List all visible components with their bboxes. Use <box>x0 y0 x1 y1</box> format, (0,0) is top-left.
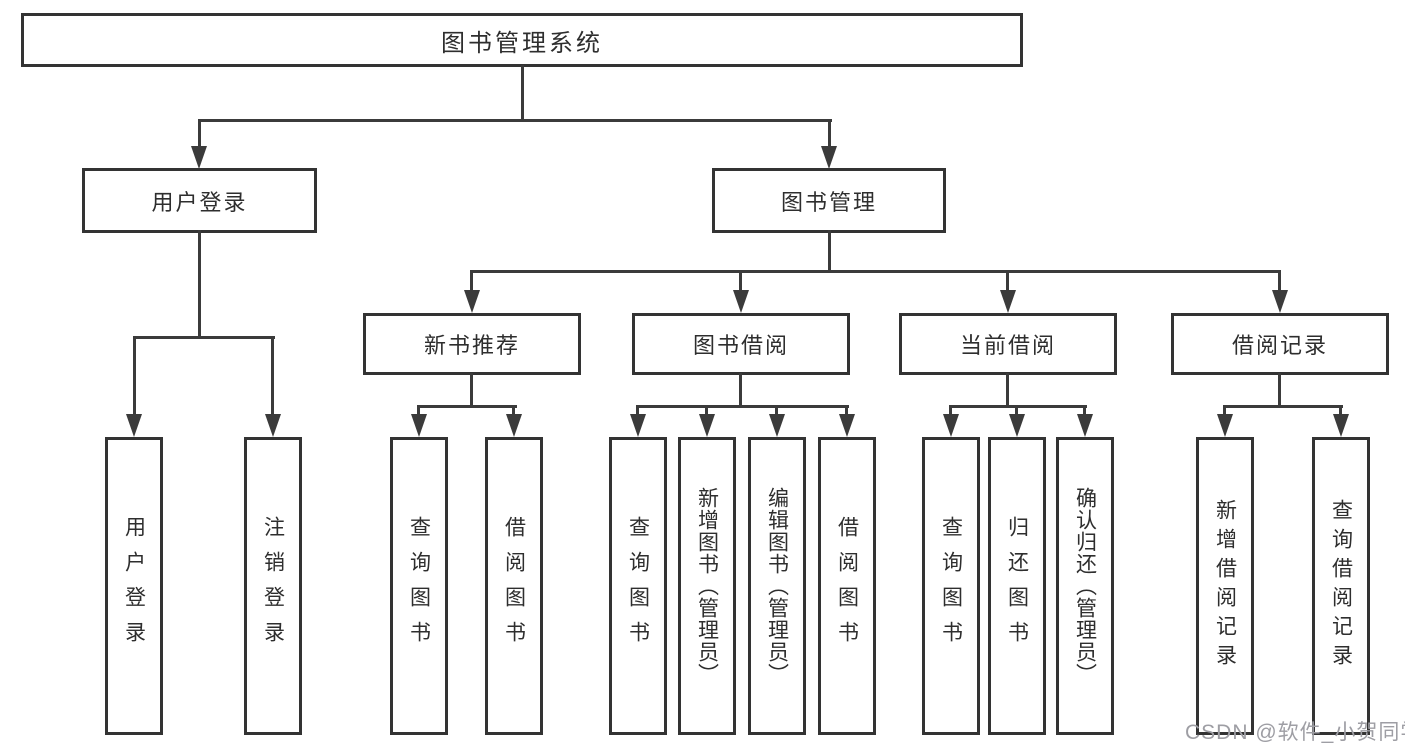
arrow-down-book-borrowing <box>733 290 749 313</box>
connector-root-vline <box>521 65 524 121</box>
connector-cb-confirm-stub <box>1083 405 1086 416</box>
arrow-down-br-query <box>1333 414 1349 437</box>
arrow-down-user-login-leaf <box>126 414 142 437</box>
connector-current-borrowing-stub <box>1006 270 1009 291</box>
node-user-login-label: 用户登录 <box>151 189 248 215</box>
arrow-down-bb-query <box>630 414 646 437</box>
connector-user-login-vline <box>198 230 201 338</box>
connector-bb-borrow-stub <box>845 405 848 416</box>
node-br-add-record: 新增借阅记录 <box>1196 437 1254 735</box>
node-current-borrowing-label: 当前借阅 <box>959 333 1056 358</box>
arrow-down-cb-query <box>943 414 959 437</box>
node-user-login-leaf-label: 用户登录 <box>122 516 146 656</box>
csdn-watermark: CSDN @软件_小贺同学 <box>1185 721 1405 744</box>
node-br-query-record-label: 查询借阅记录 <box>1329 499 1353 673</box>
connector-user-login-hline <box>133 336 275 339</box>
node-new-book-recommend-label: 新书推荐 <box>423 333 520 358</box>
connector-root-to-book-management-stub <box>828 119 831 147</box>
node-bb-edit-books-admin: 编辑图书（管理员） <box>748 437 806 735</box>
connector-cb-query-stub <box>949 405 952 416</box>
connector-logout-stub <box>271 336 274 415</box>
connector-current-borrowing-hline <box>949 405 1087 408</box>
node-bb-edit-books-admin-label: 编辑图书（管理员） <box>765 487 789 685</box>
node-br-query-record: 查询借阅记录 <box>1312 437 1370 735</box>
arrow-down-bb-borrow <box>839 414 855 437</box>
connector-bb-add-stub <box>705 405 708 416</box>
node-cb-confirm-return-admin: 确认归还（管理员） <box>1056 437 1114 735</box>
arrow-down-cb-confirm <box>1077 414 1093 437</box>
connector-cb-return-stub <box>1015 405 1018 416</box>
connector-book-borrowing-stub <box>739 270 742 291</box>
node-br-add-record-label: 新增借阅记录 <box>1213 499 1237 673</box>
connector-book-management-hline <box>470 270 1281 273</box>
node-cb-return-books-label: 归还图书 <box>1005 516 1029 656</box>
node-book-management-label: 图书管理 <box>780 189 877 215</box>
arrow-down-borrowing-records <box>1272 290 1288 313</box>
connector-book-borrowing-vline <box>739 373 742 407</box>
arrow-down-cb-return <box>1009 414 1025 437</box>
arrow-down-bb-edit <box>769 414 785 437</box>
connector-book-borrowing-hline <box>636 405 849 408</box>
node-borrowing-records: 借阅记录 <box>1171 313 1389 375</box>
node-bb-add-books-admin-label: 新增图书（管理员） <box>695 487 719 685</box>
node-nb-borrow-books: 借阅图书 <box>485 437 543 735</box>
node-new-book-recommend: 新书推荐 <box>363 313 581 375</box>
node-book-management: 图书管理 <box>712 168 946 233</box>
connector-borrowing-records-hline <box>1223 405 1343 408</box>
arrow-down-book-management <box>821 146 837 169</box>
node-book-borrowing-label: 图书借阅 <box>692 333 789 358</box>
connector-root-to-user-login-stub <box>198 119 201 147</box>
node-nb-query-books: 查询图书 <box>390 437 448 735</box>
node-bb-query-books: 查询图书 <box>609 437 667 735</box>
connector-br-query-stub <box>1339 405 1342 416</box>
connector-br-add-stub <box>1223 405 1226 416</box>
connector-nb-borrow-stub <box>512 405 515 416</box>
connector-new-book-stub <box>470 270 473 291</box>
arrow-down-current-borrowing <box>1000 290 1016 313</box>
connector-user-login-leaf-stub <box>133 336 136 415</box>
connector-root-hline <box>198 119 832 122</box>
node-root-label: 图书管理系统 <box>441 29 603 57</box>
node-book-borrowing: 图书借阅 <box>632 313 850 375</box>
arrow-down-bb-add <box>699 414 715 437</box>
connector-new-book-vline <box>470 373 473 407</box>
connector-book-management-vline <box>828 230 831 273</box>
node-cb-confirm-return-admin-label: 确认归还（管理员） <box>1073 487 1097 685</box>
node-current-borrowing: 当前借阅 <box>899 313 1117 375</box>
node-bb-borrow-books-label: 借阅图书 <box>835 516 859 656</box>
node-cb-query-books-label: 查询图书 <box>939 516 963 656</box>
node-cb-query-books: 查询图书 <box>922 437 980 735</box>
node-root: 图书管理系统 <box>21 13 1023 67</box>
arrow-down-br-add <box>1217 414 1233 437</box>
arrow-down-new-book-recommend <box>464 290 480 313</box>
node-nb-borrow-books-label: 借阅图书 <box>502 516 526 656</box>
arrow-down-nb-query <box>411 414 427 437</box>
connector-borrowing-records-vline <box>1278 373 1281 407</box>
connector-new-book-hline <box>417 405 517 408</box>
node-borrowing-records-label: 借阅记录 <box>1231 333 1328 358</box>
node-logout: 注销登录 <box>244 437 302 735</box>
arrow-down-user-login <box>191 146 207 169</box>
node-user-login: 用户登录 <box>82 168 317 233</box>
node-cb-return-books: 归还图书 <box>988 437 1046 735</box>
connector-bb-edit-stub <box>775 405 778 416</box>
node-nb-query-books-label: 查询图书 <box>407 516 431 656</box>
node-bb-query-books-label: 查询图书 <box>626 516 650 656</box>
arrow-down-logout <box>265 414 281 437</box>
node-bb-add-books-admin: 新增图书（管理员） <box>678 437 736 735</box>
node-user-login-leaf: 用户登录 <box>105 437 163 735</box>
arrow-down-nb-borrow <box>506 414 522 437</box>
node-logout-label: 注销登录 <box>261 516 285 656</box>
connector-current-borrowing-vline <box>1006 373 1009 407</box>
connector-nb-query-stub <box>417 405 420 416</box>
connector-borrowing-records-stub <box>1278 270 1281 291</box>
node-bb-borrow-books: 借阅图书 <box>818 437 876 735</box>
connector-bb-query-stub <box>636 405 639 416</box>
